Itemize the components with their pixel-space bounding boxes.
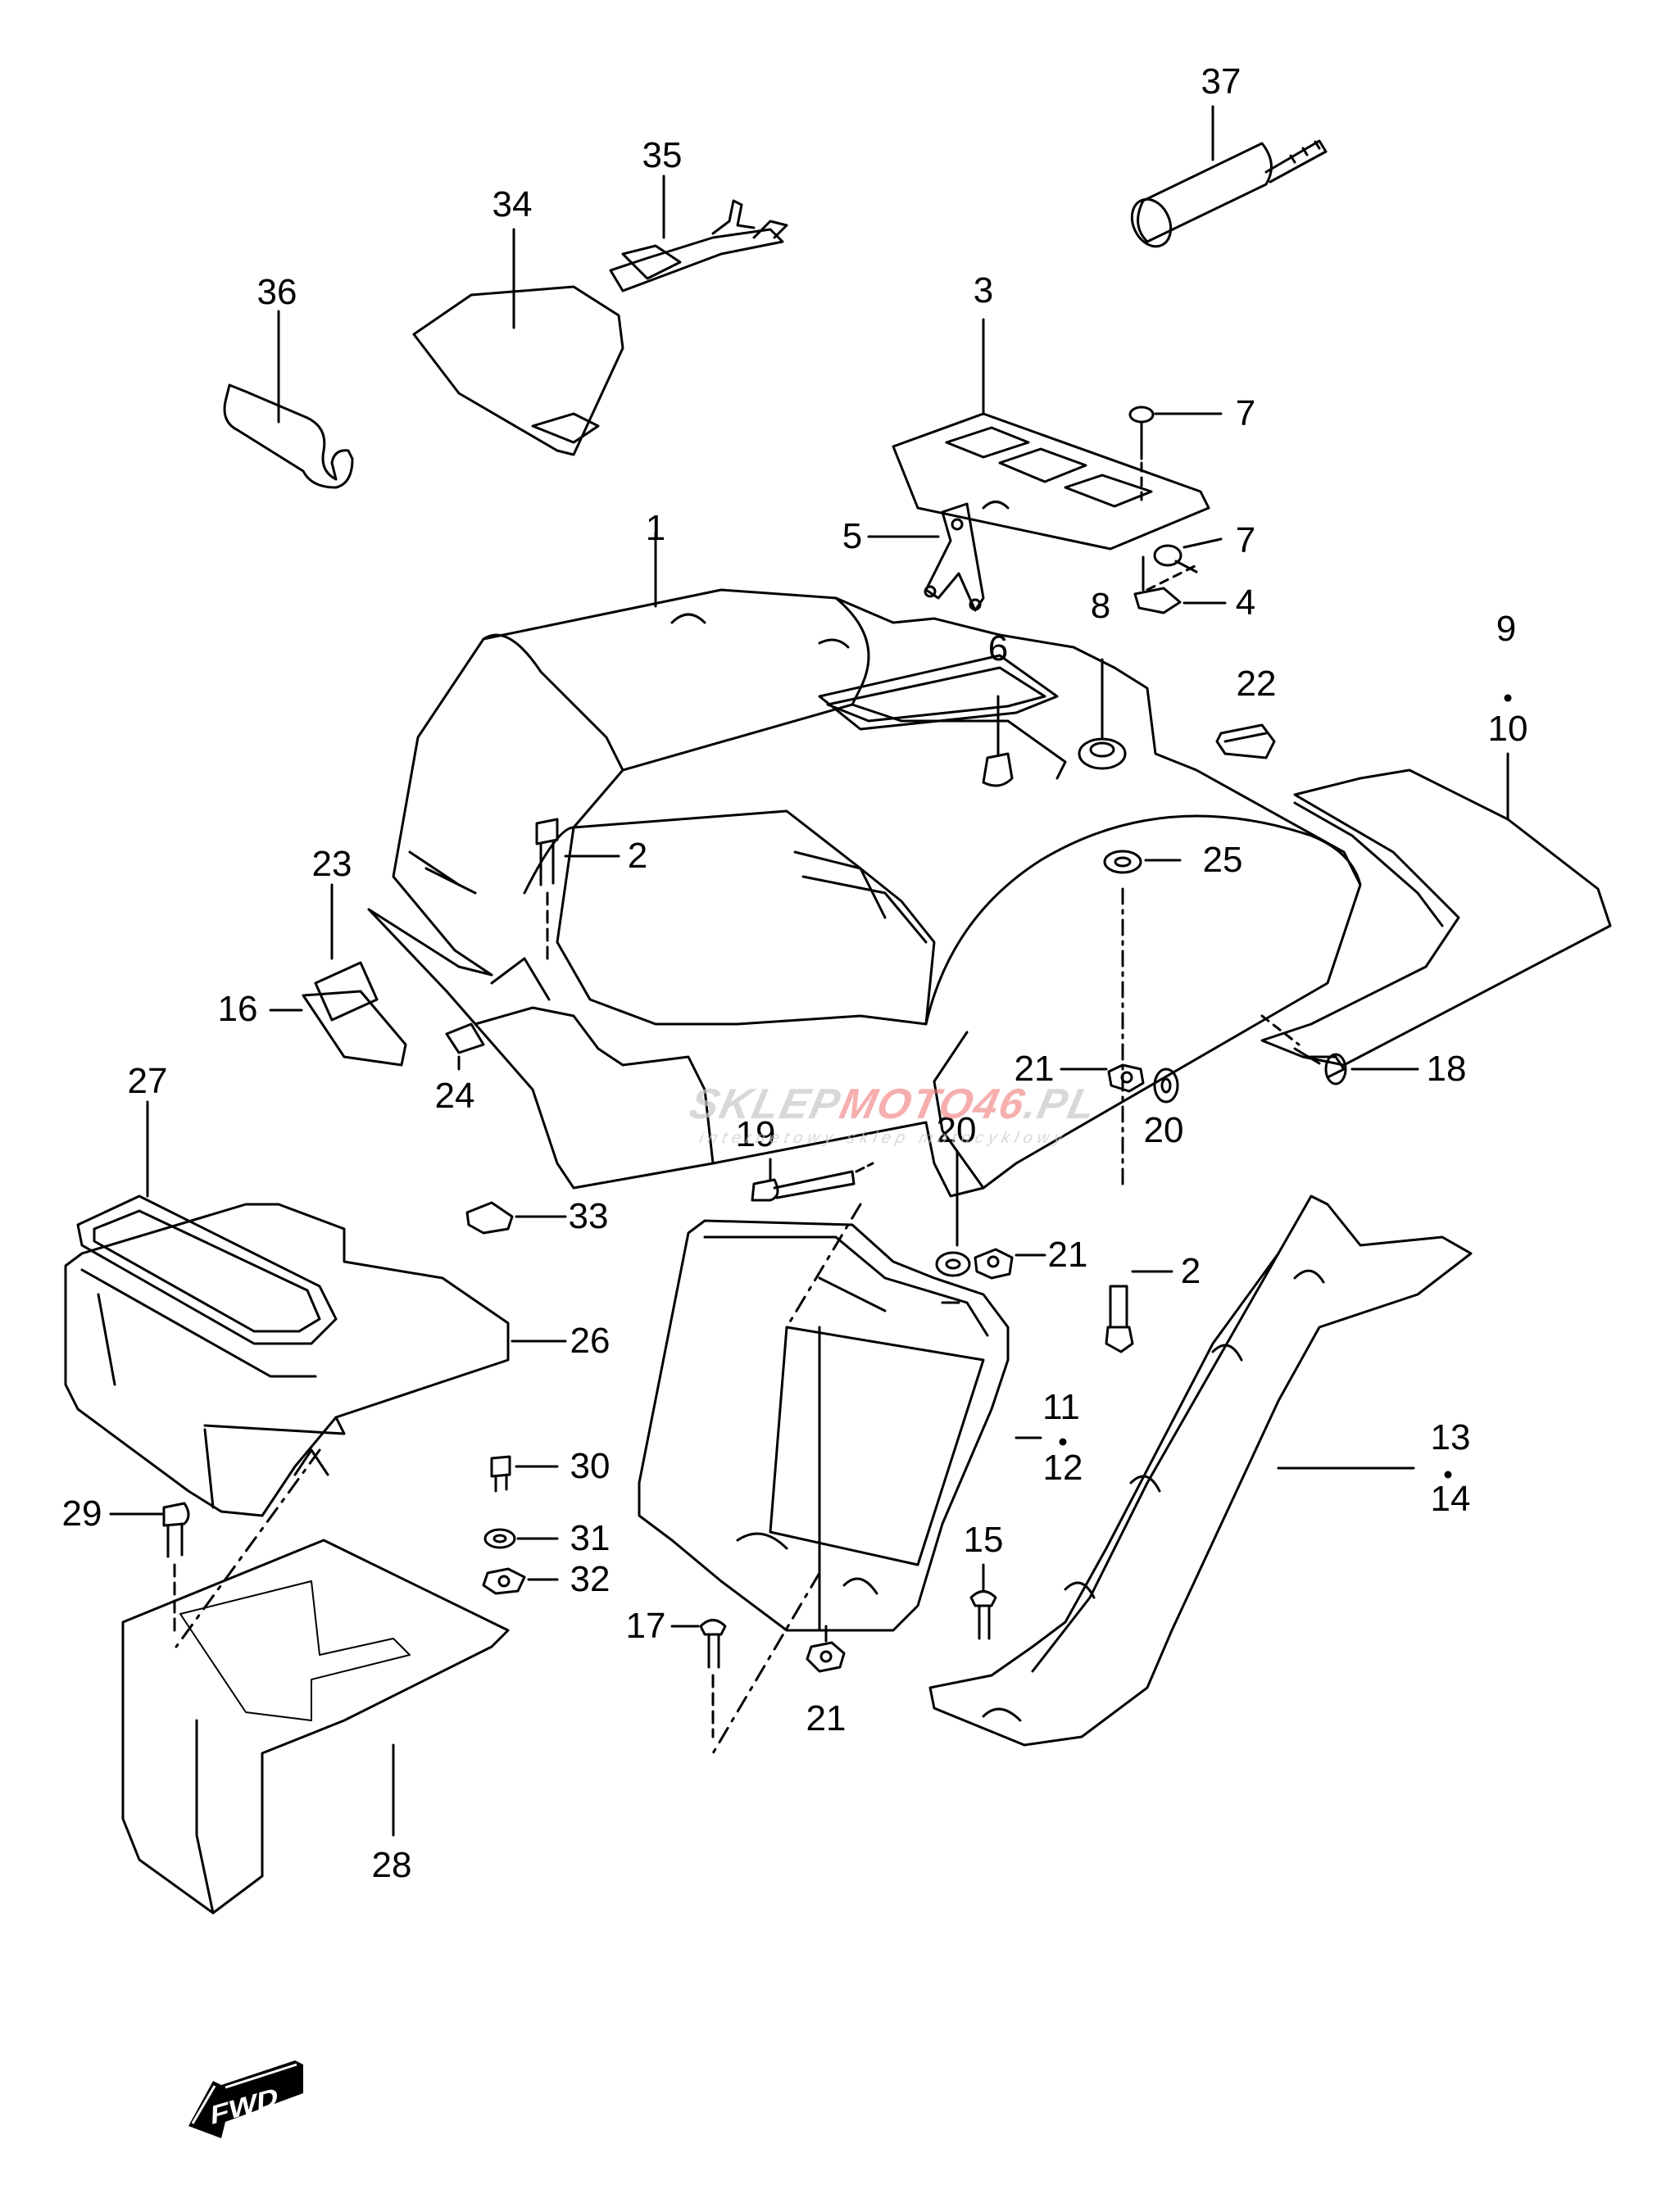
callout-21-b[interactable]: 21 bbox=[1047, 1235, 1088, 1275]
watermark-brand: SKLEPMOTO46.PL bbox=[685, 1081, 1101, 1128]
part-11-12-inner-fender[interactable] bbox=[639, 1221, 1041, 1630]
part-20-washer-b[interactable] bbox=[937, 1151, 969, 1276]
callout-7-a[interactable]: 7 bbox=[1235, 393, 1256, 433]
callout-25[interactable]: 25 bbox=[1202, 840, 1243, 880]
callout-32[interactable]: 32 bbox=[570, 1559, 611, 1599]
callout-31[interactable]: 31 bbox=[570, 1518, 611, 1558]
callout-21-a[interactable]: 21 bbox=[1014, 1049, 1055, 1089]
part-29-bolt[interactable] bbox=[111, 1503, 188, 1630]
callout-18[interactable]: 18 bbox=[1426, 1049, 1467, 1089]
part-33-pad[interactable] bbox=[467, 1203, 565, 1233]
callout-12[interactable]: 12 bbox=[1042, 1448, 1083, 1488]
callout-29[interactable]: 29 bbox=[61, 1494, 102, 1534]
part-22-pad[interactable] bbox=[1217, 725, 1274, 758]
watermark-tagline: internetowy sklep motocyklowy bbox=[697, 1129, 1069, 1147]
part-19-bolt[interactable] bbox=[752, 1159, 873, 1200]
part-6-cushion[interactable] bbox=[983, 696, 1012, 786]
callout-28[interactable]: 28 bbox=[371, 1845, 412, 1885]
callout-27[interactable]: 27 bbox=[127, 1061, 168, 1101]
callout-34[interactable]: 34 bbox=[492, 184, 533, 224]
callout-13[interactable]: 13 bbox=[1430, 1417, 1471, 1457]
callout-20-a[interactable]: 20 bbox=[936, 1110, 977, 1150]
part-2-bolt-b[interactable] bbox=[1106, 1271, 1172, 1352]
callout-20-b[interactable]: 20 bbox=[1143, 1110, 1184, 1150]
callout-35[interactable]: 35 bbox=[642, 135, 683, 175]
callout-7-b[interactable]: 7 bbox=[1235, 520, 1256, 560]
part-36-wrench[interactable] bbox=[225, 311, 352, 487]
callout-2-a[interactable]: 2 bbox=[627, 836, 648, 876]
callout-14[interactable]: 14 bbox=[1430, 1479, 1471, 1519]
guide-lines bbox=[176, 1204, 860, 1753]
part-37-tool-bag[interactable] bbox=[1124, 107, 1326, 252]
part-3-rack-plate[interactable] bbox=[893, 320, 1209, 549]
callout-33[interactable]: 33 bbox=[568, 1196, 609, 1236]
callout-19[interactable]: 19 bbox=[735, 1114, 776, 1154]
part-26-storage-box[interactable] bbox=[66, 1204, 565, 1516]
forward-direction-arrow-icon: FWD bbox=[188, 2056, 303, 2138]
part-24-pad[interactable] bbox=[447, 1024, 483, 1069]
part-18-screw[interactable] bbox=[1262, 1016, 1418, 1084]
callout-5[interactable]: 5 bbox=[842, 516, 863, 556]
part-21-nut-a[interactable] bbox=[1061, 1065, 1143, 1091]
part-8-grommet[interactable] bbox=[1079, 660, 1125, 768]
part-7-screw-b[interactable] bbox=[1155, 539, 1221, 572]
callout-36[interactable]: 36 bbox=[256, 272, 297, 312]
part-35-strap[interactable] bbox=[611, 176, 787, 291]
part-9-10-rear-flap[interactable] bbox=[1262, 754, 1610, 1065]
callout-separator-dot bbox=[1059, 1438, 1067, 1446]
part-20-washer-a[interactable] bbox=[1155, 1069, 1178, 1102]
part-32-nut[interactable] bbox=[483, 1569, 557, 1593]
callout-4[interactable]: 4 bbox=[1235, 582, 1256, 623]
callout-2-b[interactable]: 2 bbox=[1180, 1251, 1201, 1291]
part-21-nut-c[interactable] bbox=[807, 1626, 844, 1671]
callout-17[interactable]: 17 bbox=[625, 1606, 666, 1646]
part-21-nut-b[interactable] bbox=[975, 1249, 1045, 1278]
part-2-bolt-a[interactable] bbox=[537, 819, 619, 959]
part-16-pad[interactable] bbox=[270, 991, 406, 1065]
callout-37[interactable]: 37 bbox=[1201, 61, 1241, 102]
callout-9[interactable]: 9 bbox=[1496, 609, 1517, 649]
watermark: SKLEPMOTO46.PL internetowy sklep motocyk… bbox=[681, 1080, 1101, 1148]
part-30-bolt[interactable] bbox=[492, 1457, 557, 1491]
callout-3[interactable]: 3 bbox=[973, 270, 994, 310]
callout-separator-dot bbox=[1504, 694, 1512, 702]
callout-6[interactable]: 6 bbox=[987, 628, 1009, 669]
part-27-seal[interactable] bbox=[78, 1102, 336, 1344]
callout-30[interactable]: 30 bbox=[570, 1446, 611, 1486]
callout-8[interactable]: 8 bbox=[1090, 586, 1111, 626]
part-17-screw[interactable] bbox=[672, 1620, 725, 1738]
part-23-clip[interactable] bbox=[315, 885, 377, 1020]
part-15-screw[interactable] bbox=[971, 1565, 996, 1639]
callout-21-c[interactable]: 21 bbox=[806, 1698, 847, 1738]
part-13-14-side-fender[interactable] bbox=[930, 1196, 1471, 1745]
callout-22[interactable]: 22 bbox=[1236, 664, 1277, 704]
callout-separator-dot bbox=[1444, 1471, 1452, 1479]
callout-26[interactable]: 26 bbox=[570, 1321, 611, 1361]
callout-11[interactable]: 11 bbox=[1042, 1387, 1080, 1427]
callout-15[interactable]: 15 bbox=[963, 1520, 1004, 1560]
part-1-rear-fender[interactable] bbox=[369, 533, 1360, 1196]
part-4-clip-nut[interactable] bbox=[1135, 557, 1225, 613]
callout-23[interactable]: 23 bbox=[311, 844, 352, 884]
part-31-washer[interactable] bbox=[485, 1530, 557, 1548]
callout-16[interactable]: 16 bbox=[217, 989, 258, 1029]
part-25-washer[interactable] bbox=[1105, 851, 1180, 1188]
part-34-cover[interactable] bbox=[414, 229, 623, 455]
callout-24[interactable]: 24 bbox=[434, 1076, 475, 1116]
leader-lines bbox=[819, 1303, 959, 1630]
part-7-screw-a[interactable] bbox=[1130, 407, 1221, 500]
callout-1[interactable]: 1 bbox=[645, 508, 666, 548]
callout-10[interactable]: 10 bbox=[1487, 709, 1528, 749]
part-28-skid-plate[interactable] bbox=[123, 1540, 508, 1913]
part-5-bracket[interactable] bbox=[869, 504, 983, 610]
